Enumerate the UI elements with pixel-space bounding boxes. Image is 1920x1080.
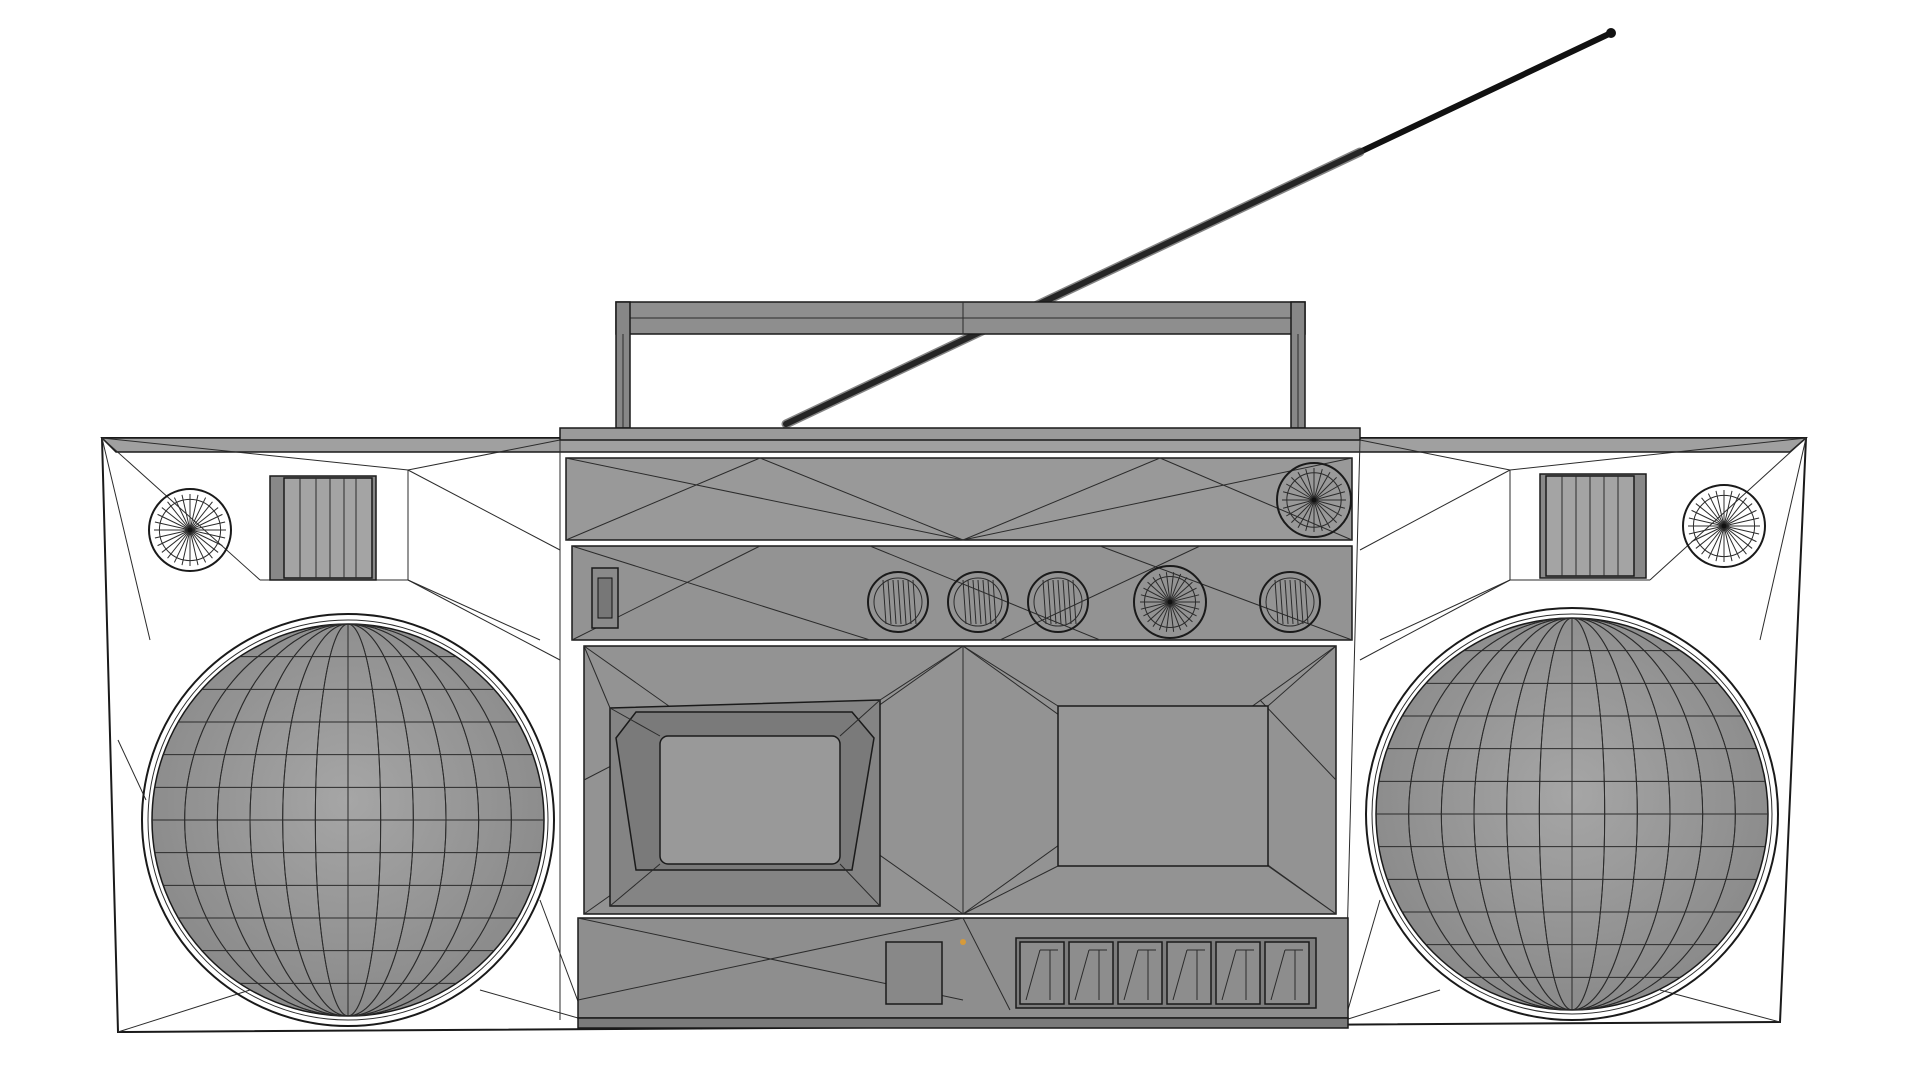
control-knobs[interactable] bbox=[867, 565, 1321, 639]
preset-key-1[interactable] bbox=[1019, 941, 1065, 1005]
vent-left bbox=[269, 475, 377, 581]
speaker-right bbox=[1365, 607, 1779, 1021]
origin-point bbox=[960, 939, 966, 945]
preset-key-3[interactable] bbox=[1117, 941, 1163, 1005]
antenna bbox=[781, 28, 1616, 429]
speaker-left bbox=[141, 613, 555, 1027]
control-knob-1[interactable] bbox=[867, 571, 929, 633]
preset-key-2[interactable] bbox=[1068, 941, 1114, 1005]
slide-switch[interactable] bbox=[591, 567, 619, 629]
tweeter-right bbox=[1682, 484, 1766, 568]
control-knob-5[interactable] bbox=[1259, 571, 1321, 633]
carry-handle bbox=[615, 301, 1306, 429]
vent-right bbox=[1539, 473, 1647, 579]
cassette-door-left[interactable] bbox=[583, 645, 964, 907]
tuning-knob[interactable] bbox=[1276, 462, 1352, 538]
record-button[interactable] bbox=[885, 941, 943, 1005]
transport-buttons[interactable] bbox=[1015, 937, 1317, 1009]
preset-key-4[interactable] bbox=[1166, 941, 1212, 1005]
cassette-window-right bbox=[962, 645, 1337, 915]
preset-key-6[interactable] bbox=[1264, 941, 1310, 1005]
control-knob-4[interactable] bbox=[1133, 565, 1207, 639]
preset-key-5[interactable] bbox=[1215, 941, 1261, 1005]
boombox-body bbox=[100, 427, 1808, 1034]
tweeter-left bbox=[148, 488, 232, 572]
control-knob-3[interactable] bbox=[1027, 571, 1089, 633]
control-knob-2[interactable] bbox=[947, 571, 1009, 633]
